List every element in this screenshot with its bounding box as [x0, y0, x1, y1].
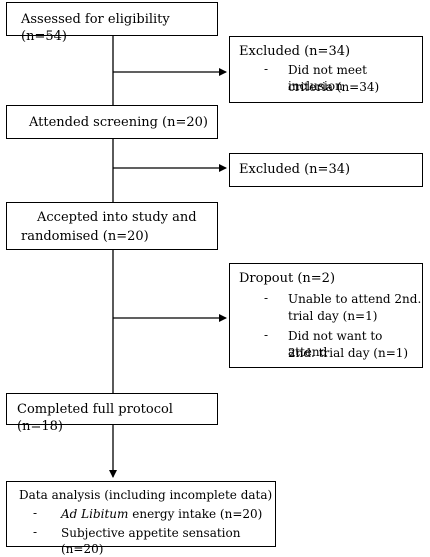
- excluded-1-bullet: -: [264, 62, 269, 76]
- assessed-label: Assessed for eligibility (n=54): [21, 12, 170, 44]
- screening-box: Attended screening (n=20): [6, 105, 218, 139]
- dropout-reason-2-line1: Did not want to attend: [288, 329, 383, 359]
- excluded-1-title: Excluded (n=34): [239, 44, 351, 59]
- completed-label: Completed full protocol (n=18): [17, 402, 173, 434]
- excluded-box-1: Excluded (n=34) - Did not meet inclusion…: [229, 36, 423, 103]
- accepted-box: Accepted into study and randomised (n=20…: [6, 202, 218, 250]
- dropout-reason-1-line1: Unable to attend 2nd.: [288, 292, 422, 306]
- dropout-box: Dropout (n=2) - Unable to attend 2nd. tr…: [229, 263, 423, 368]
- dropout-reason-2-line2: 2nd. trial day (n=1): [288, 346, 409, 360]
- excluded-box-2: Excluded (n=34): [229, 153, 423, 187]
- dropout-bullet-1: -: [264, 291, 269, 305]
- analysis-item-2: Subjective appetite sensation (n=20): [61, 526, 241, 556]
- analysis-item-1-italic: Ad Libitum: [61, 507, 129, 521]
- analysis-item-1: Ad Libitum energy intake (n=20): [61, 506, 262, 522]
- analysis-bullet-2: -: [33, 525, 38, 539]
- accepted-line2: randomised (n=20): [21, 229, 149, 244]
- dropout-title: Dropout (n=2): [239, 271, 336, 286]
- analysis-title: Data analysis (including incomplete data…: [19, 488, 273, 502]
- excluded-1-reason-line1: Did not meet inclusion: [288, 63, 367, 93]
- dropout-bullet-2: -: [264, 328, 269, 342]
- accepted-line1: Accepted into study and: [37, 210, 197, 225]
- analysis-bullet-1: -: [33, 506, 38, 520]
- screening-label: Attended screening (n=20): [29, 115, 209, 130]
- analysis-box: Data analysis (including incomplete data…: [6, 481, 276, 556]
- completed-box: Completed full protocol (n=18): [6, 393, 218, 434]
- assessed-box: Assessed for eligibility (n=54): [6, 2, 218, 44]
- dropout-reason-1-line2: trial day (n=1): [288, 309, 378, 323]
- excluded-1-reason-line2: criteria (n=34): [288, 80, 380, 94]
- excluded-2-title: Excluded (n=34): [239, 162, 351, 177]
- analysis-item-1-rest: energy intake (n=20): [128, 507, 263, 521]
